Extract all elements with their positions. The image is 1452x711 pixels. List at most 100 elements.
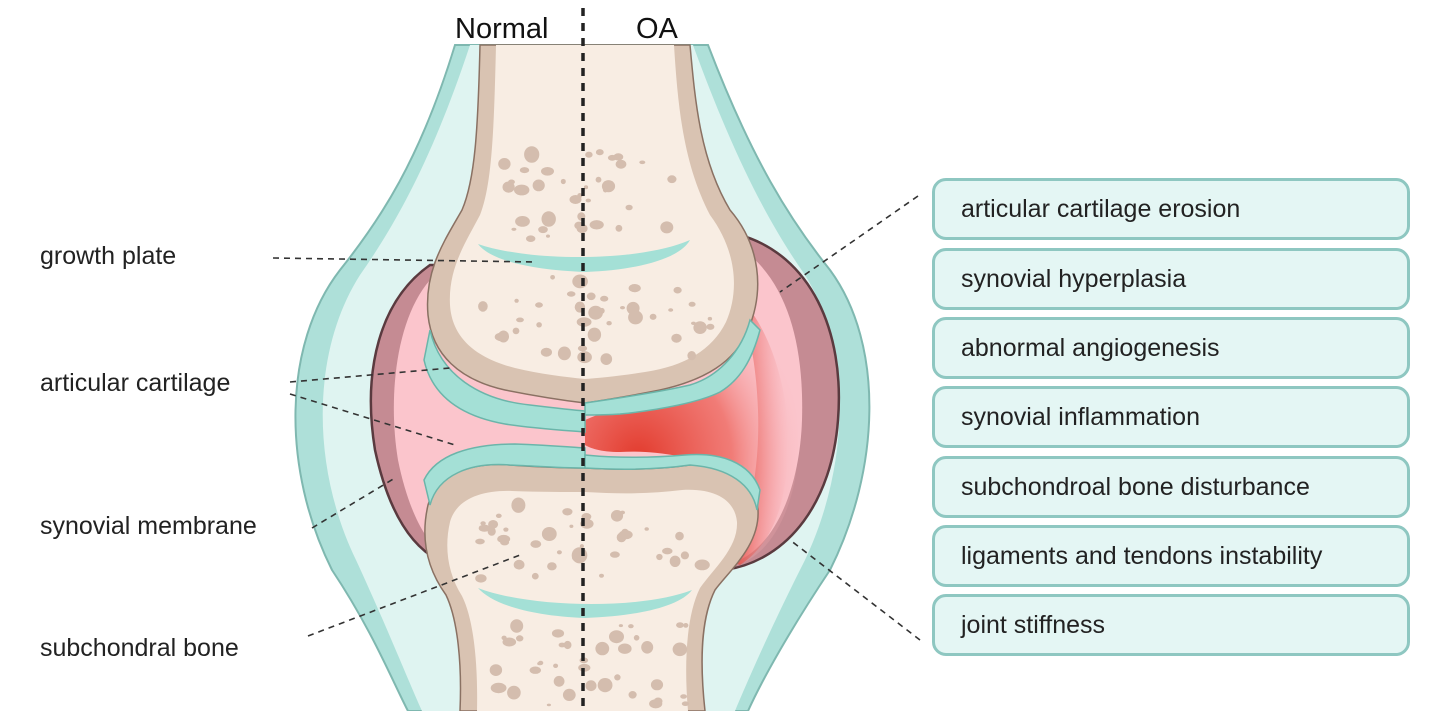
label-subchondral-bone: subchondral bone xyxy=(40,634,239,662)
marrow-pore xyxy=(588,305,603,320)
marrow-pore xyxy=(478,524,491,532)
marrow-pore xyxy=(540,347,553,357)
marrow-pore xyxy=(618,530,633,540)
marrow-pore xyxy=(618,624,624,628)
marrow-pore xyxy=(707,316,713,321)
marrow-pore xyxy=(607,154,617,161)
marrow-pore xyxy=(609,630,624,644)
marrow-pore xyxy=(526,235,536,242)
leader-articular-cartilage-1 xyxy=(289,367,451,383)
marrow-pore xyxy=(497,534,511,544)
marrow-pore xyxy=(535,302,543,308)
marrow-pore xyxy=(498,158,511,170)
header-normal: Normal xyxy=(455,13,549,45)
marrow-pore xyxy=(625,204,633,211)
marrow-pore xyxy=(675,531,684,541)
marrow-pore xyxy=(641,641,654,654)
marrow-pore xyxy=(576,223,588,234)
marrow-pore xyxy=(639,160,646,165)
marrow-pore xyxy=(671,333,682,343)
marrow-pore xyxy=(515,216,530,227)
articular-cartilage-lower-normal xyxy=(423,443,586,506)
marrow-pore xyxy=(541,527,557,541)
marrow-pore xyxy=(680,694,687,699)
marrow-pore xyxy=(576,317,592,327)
growth-plate-lower xyxy=(478,588,692,618)
marrow-pore xyxy=(572,274,588,289)
lower-bone-marrow xyxy=(447,489,738,711)
marrow-pore xyxy=(536,322,542,328)
marrow-pore xyxy=(673,286,682,294)
marrow-pore xyxy=(667,175,677,184)
marrow-pore xyxy=(475,538,485,545)
upper-bone-marrow xyxy=(449,45,734,379)
marrow-pore xyxy=(668,308,674,312)
marrow-pore xyxy=(546,703,552,707)
growth-plate-upper xyxy=(478,240,690,272)
leader-lines xyxy=(272,195,921,641)
marrow-pore xyxy=(511,497,526,513)
marrow-pore xyxy=(551,629,565,638)
label-growth-plate: growth plate xyxy=(40,242,177,270)
marrow-pore xyxy=(569,195,582,204)
marrow-pore xyxy=(649,313,657,320)
marrow-pore xyxy=(478,301,488,312)
leader-synovial-membrane xyxy=(311,477,396,529)
marrow-pore xyxy=(553,663,559,668)
marrow-pore xyxy=(680,551,690,560)
marrow-pore xyxy=(614,674,621,681)
marrow-pore xyxy=(562,508,573,516)
marrow-pore xyxy=(706,323,715,330)
marrow-pore xyxy=(595,149,604,156)
label-articular-cartilage: articular cartilage xyxy=(40,369,231,397)
feature-box-ligament-instability: ligaments and tendons instability xyxy=(932,525,1410,587)
marrow-pore xyxy=(557,346,571,361)
marrow-pore xyxy=(514,298,519,303)
marrow-pore xyxy=(628,624,634,629)
marrow-pore xyxy=(532,179,545,192)
feature-box-synovial-hyperplasia: synovial hyperplasia xyxy=(932,248,1410,310)
marrow-pore xyxy=(585,198,591,203)
marrow-pore xyxy=(650,679,664,691)
feature-box-synovial-inflammation: synovial inflammation xyxy=(932,386,1410,448)
marrow-pore xyxy=(530,540,542,548)
marrow-pore xyxy=(475,574,487,583)
marrow-pore xyxy=(569,524,574,528)
feature-box-angiogenesis: abnormal angiogenesis xyxy=(932,317,1410,379)
marrow-pore xyxy=(610,510,624,522)
marrow-pore xyxy=(503,527,509,532)
marrow-pore xyxy=(693,321,707,334)
marrow-pore xyxy=(538,226,548,234)
marrow-pore xyxy=(620,306,625,310)
marrow-pore xyxy=(618,643,632,654)
marrow-pore xyxy=(510,619,524,633)
marrow-pore xyxy=(688,301,696,307)
marrow-pore xyxy=(585,680,597,692)
articular-cartilage-lower-oa xyxy=(584,453,761,511)
marrow-pore xyxy=(546,234,550,238)
marrow-pore xyxy=(511,227,517,231)
marrow-pore xyxy=(541,211,556,227)
marrow-pore xyxy=(694,559,710,571)
marrow-pore xyxy=(602,186,608,193)
feature-box-cartilage-erosion: articular cartilage erosion xyxy=(932,178,1410,240)
articular-cartilage-upper-normal xyxy=(423,329,586,433)
marrow-pore xyxy=(537,662,542,666)
marrow-pore xyxy=(489,664,503,676)
feature-box-joint-stiffness: joint stiffness xyxy=(932,594,1410,656)
marrow-pore xyxy=(556,550,562,555)
marrow-pore xyxy=(587,327,602,342)
marrow-pore xyxy=(490,682,507,694)
marrow-pore xyxy=(516,635,524,642)
marrow-pore xyxy=(660,221,674,234)
marrow-pore xyxy=(562,688,576,702)
leader-articular-cartilage-2 xyxy=(289,393,456,446)
marrow-pore xyxy=(600,295,609,302)
marrow-pore xyxy=(589,220,604,230)
marrow-pore xyxy=(531,572,539,580)
marrow-pore xyxy=(628,284,641,293)
leader-oa-bottom xyxy=(789,539,921,641)
marrow-pore xyxy=(480,521,486,526)
marrow-pore xyxy=(563,640,572,650)
